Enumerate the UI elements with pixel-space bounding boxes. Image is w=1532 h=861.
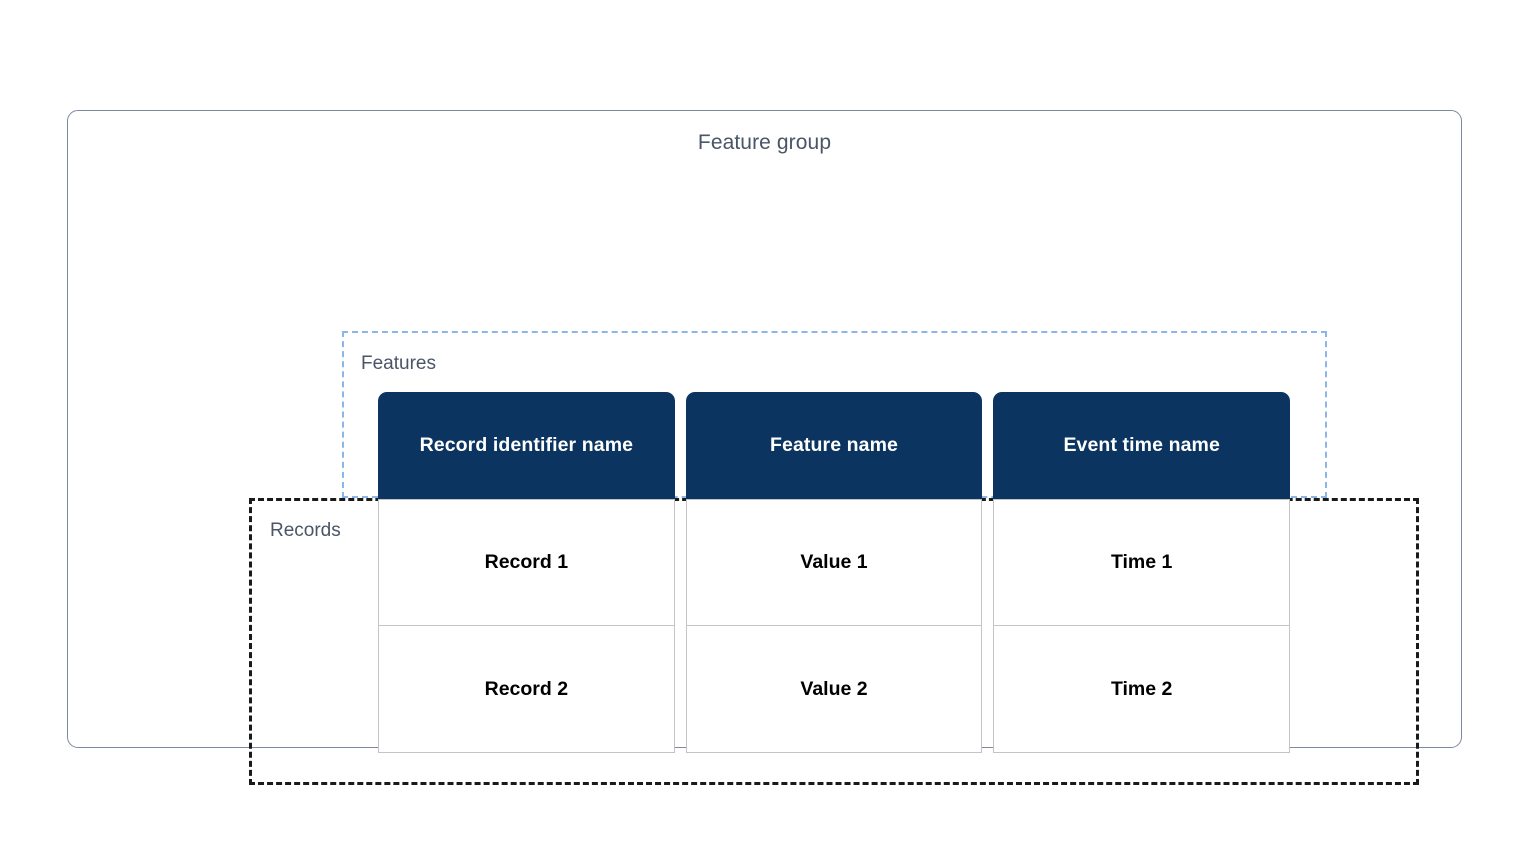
table-column-record-identifier: Record identifier name Record 1 Record 2 bbox=[378, 392, 675, 754]
feature-group-container: Feature group Features Records Record id… bbox=[67, 110, 1462, 785]
table-header-feature-name: Feature name bbox=[685, 392, 983, 499]
feature-table: Record identifier name Record 1 Record 2… bbox=[378, 392, 1291, 754]
table-cell-time-2: Time 2 bbox=[993, 626, 1291, 753]
table-cell-value-2: Value 2 bbox=[685, 626, 983, 753]
page-title: Feature group bbox=[697, 131, 832, 154]
table-column-feature-name: Feature name Value 1 Value 2 bbox=[685, 392, 983, 754]
table-cell-value-1: Value 1 bbox=[685, 499, 983, 626]
table-column-event-time-name: Event time name Time 1 Time 2 bbox=[993, 392, 1291, 754]
features-group-label: Features bbox=[361, 353, 436, 374]
table-cell-time-1: Time 1 bbox=[993, 499, 1291, 626]
table-cell-record-1: Record 1 bbox=[378, 499, 675, 626]
table-cell-record-2: Record 2 bbox=[378, 626, 675, 753]
table-header-record-identifier-name: Record identifier name bbox=[378, 392, 675, 499]
table-header-event-time-name: Event time name bbox=[993, 392, 1291, 499]
records-group-label: Records bbox=[270, 520, 341, 541]
